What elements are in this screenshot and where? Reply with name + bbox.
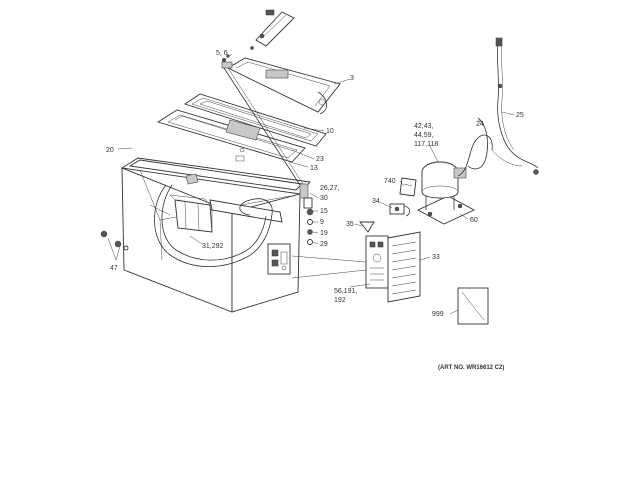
relay-overload	[399, 177, 417, 197]
callout-31-292: 31,292	[202, 243, 224, 250]
callout-9: 9	[320, 219, 324, 226]
callout-999: 999	[432, 311, 444, 318]
clip	[359, 221, 375, 233]
callout-13: 13	[310, 165, 318, 172]
leader-lines	[107, 53, 515, 315]
compressor-assembly	[416, 134, 493, 225]
callout-30: 30	[320, 195, 328, 202]
thermostat-stack	[299, 183, 314, 245]
callout-26-27: 26,27,	[320, 185, 340, 192]
callout-56-191: 56,191,	[334, 288, 357, 295]
control-panel	[365, 235, 389, 289]
callout-42-43: 42,43,	[414, 123, 434, 130]
capacitor	[389, 203, 410, 217]
callout-117-118: 117,118	[414, 141, 438, 148]
leveling-legs	[100, 230, 129, 251]
callout-10: 10	[326, 128, 334, 135]
callout-19: 19	[320, 230, 328, 237]
art-number: (ART NO. WR16612 C2)	[438, 365, 504, 371]
callout-3: 3	[350, 75, 354, 82]
callout-60: 60	[470, 217, 478, 224]
callout-47: 47	[110, 265, 118, 272]
callout-33: 33	[432, 254, 440, 261]
callout-44-59: 44,59,	[414, 132, 434, 139]
callout-29: 29	[320, 241, 328, 248]
callout-20: 20	[106, 147, 114, 154]
condenser-tubing	[467, 37, 539, 175]
lid-liner	[156, 109, 306, 163]
callout-192: 192	[334, 297, 346, 304]
freezer-cabinet	[120, 157, 311, 313]
callout-5-6: 5, 6	[216, 50, 228, 57]
literature-sheet	[457, 287, 489, 325]
callout-740: 740	[384, 178, 396, 185]
callout-25: 25	[516, 112, 524, 119]
callout-34: 34	[372, 198, 380, 205]
back-cover-louvered	[387, 231, 421, 303]
callout-35: 35	[346, 221, 354, 228]
lid-outer	[227, 57, 341, 115]
lid-gasket	[183, 93, 327, 147]
callout-labels: 5, 6 3 10 23 13 20 26,27, 30 15 9 19 29 …	[106, 50, 524, 318]
hinge-bar	[250, 9, 295, 50]
callout-15: 15	[320, 208, 328, 215]
callout-23: 23	[316, 156, 324, 163]
callout-24: 24	[476, 121, 484, 128]
